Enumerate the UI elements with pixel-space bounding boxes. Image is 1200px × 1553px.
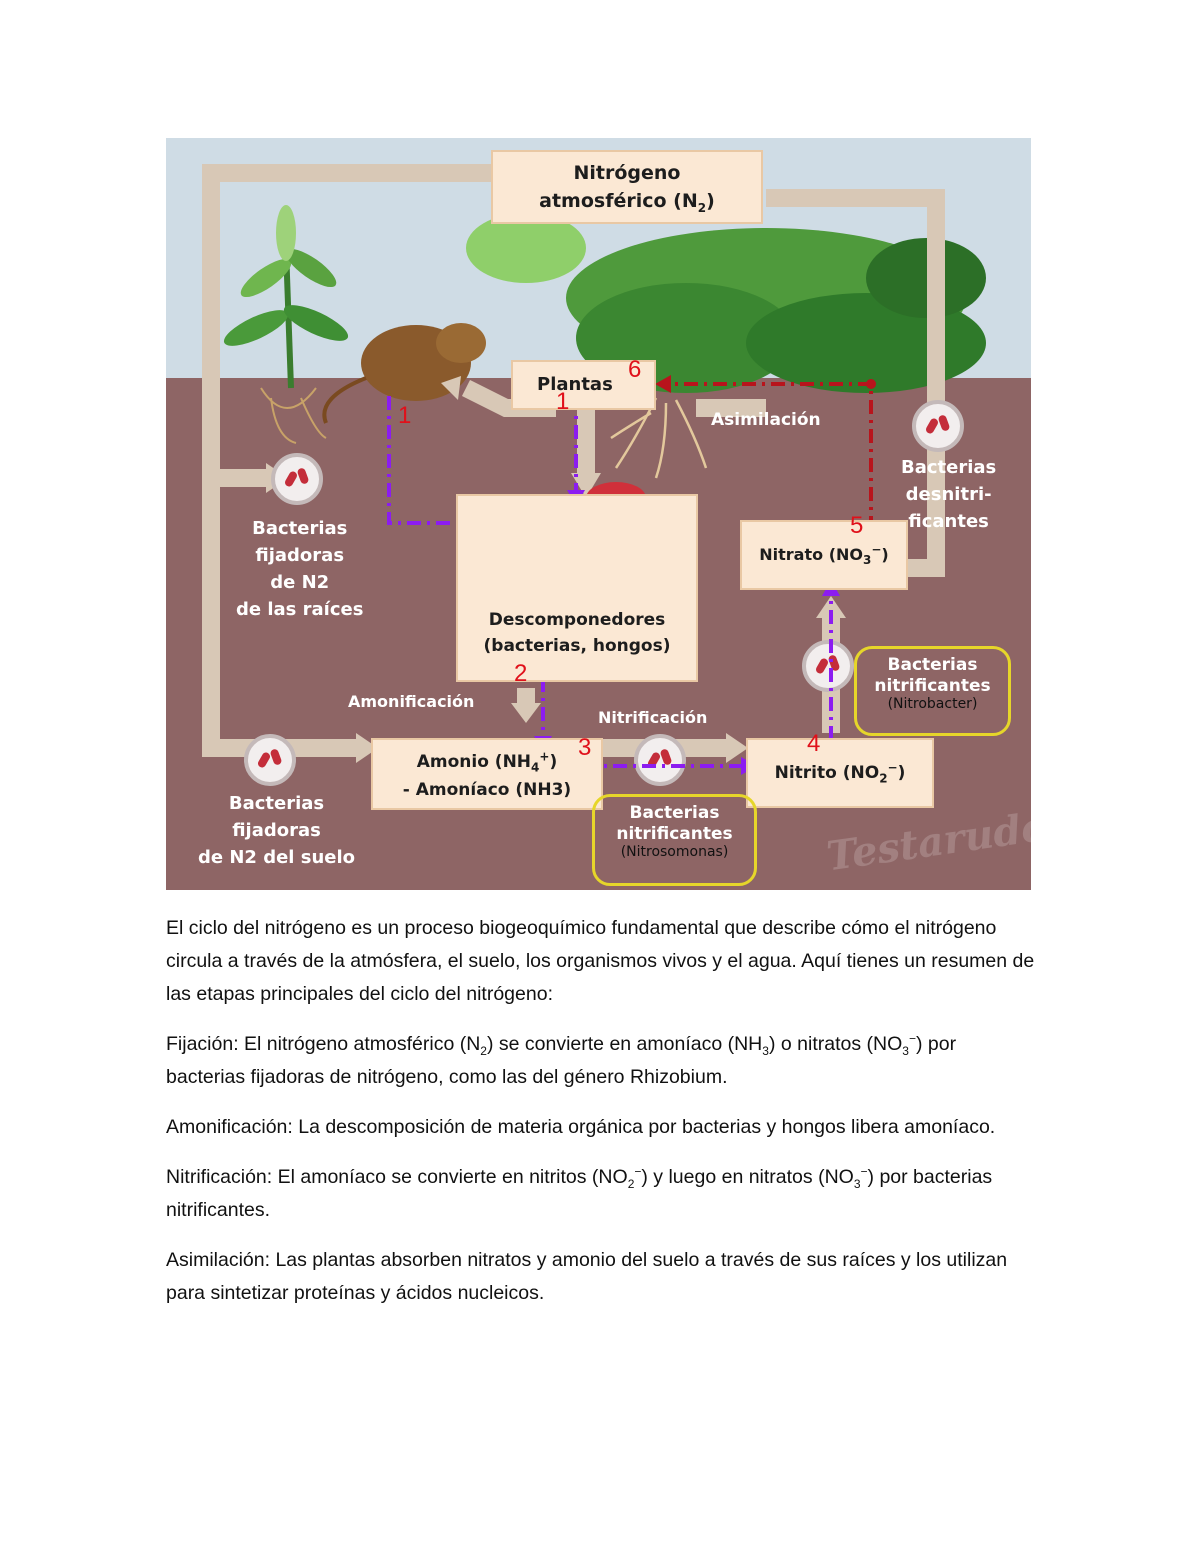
nitrosomonas-line1: Bacterias — [630, 803, 720, 823]
descomponedores-line2: (bacterias, hongos) — [484, 636, 671, 656]
nitrato-close: ) — [881, 545, 888, 564]
atmospheric-nitrogen-line1: Nitrógeno — [574, 162, 681, 184]
fijacion-sup3: − — [909, 1032, 916, 1046]
nitrobacter-box: Bacterias nitrificantes (Nitrobacter) — [854, 646, 1011, 736]
no3-superscript: − — [871, 543, 881, 557]
body-text: El ciclo del nitrógeno es un proceso bio… — [166, 912, 1036, 1327]
asimilacion-label: Asimilación — [711, 410, 821, 431]
amonio-line2: - Amoníaco (NH3) — [403, 780, 571, 800]
bfs-line2: fijadoras — [232, 820, 321, 841]
bd-line3: ficantes — [908, 511, 989, 532]
bacterias-desnitrificantes-label: Bacterias desnitri- ficantes — [901, 454, 996, 535]
bfs-line3: de N2 del suelo — [198, 847, 355, 868]
descomponedores-line1: Descomponedores — [489, 610, 666, 630]
nitrato-label: Nitrato (NO — [759, 545, 863, 564]
no2-subscript: 2 — [879, 771, 887, 785]
paragraph-nitrificacion: Nitrificación: El amoníaco se convierte … — [166, 1161, 1036, 1227]
nitrato-box: Nitrato (NO3−) — [740, 520, 908, 590]
fijacion-text-c: ) o nitratos (NO — [769, 1033, 902, 1055]
nitrosomonas-name: (Nitrosomonas) — [595, 844, 754, 861]
nitrificacion-text-a: Nitrificación: El amoníaco se convierte … — [166, 1166, 628, 1188]
no2-superscript: − — [888, 760, 898, 774]
amonificacion-label: Amonificación — [348, 692, 474, 712]
nitrobacter-name: (Nitrobacter) — [857, 696, 1008, 713]
bd-line1: Bacterias — [901, 457, 996, 478]
amonio-line1: Amonio (NH — [417, 752, 531, 772]
paragraph-amonificacion: Amonificación: La descomposición de mate… — [166, 1111, 1036, 1144]
bfs-line1: Bacterias — [229, 793, 324, 814]
bd-line2: desnitri- — [906, 484, 992, 505]
paragraph-intro: El ciclo del nitrógeno es un proceso bio… — [166, 912, 1036, 1011]
bfr-line3: de N2 — [270, 572, 329, 593]
nitrificacion-sup2: − — [861, 1165, 868, 1179]
fijacion-sub2: 3 — [762, 1044, 769, 1058]
nitrito-close: ) — [898, 763, 906, 783]
descomponedores-box: Descomponedores (bacterias, hongos) — [456, 494, 698, 682]
paragraph-fijacion: Fijación: El nitrógeno atmosférico (N2) … — [166, 1028, 1036, 1094]
step-number-6: 6 — [628, 356, 641, 384]
nitrosomonas-line2: nitrificantes — [616, 824, 732, 844]
nitrito-label: Nitrito (NO — [775, 763, 880, 783]
nitrificacion-sub2: 3 — [854, 1177, 861, 1191]
amonio-close: ) — [549, 752, 557, 772]
nitrosomonas-box: Bacterias nitrificantes (Nitrosomonas) — [592, 794, 757, 886]
step-number-3: 3 — [578, 734, 591, 762]
atmospheric-nitrogen-box: Nitrógeno atmosférico (N2) — [491, 150, 763, 224]
amonio-box: Amonio (NH4+) - Amoníaco (NH3) — [371, 738, 603, 810]
fijacion-sub3: 3 — [902, 1044, 909, 1058]
step-number-1a: 1 — [398, 402, 411, 430]
step-number-4: 4 — [807, 730, 820, 758]
step-number-2: 2 — [514, 660, 527, 688]
paragraph-asimilacion: Asimilación: Las plantas absorben nitrat… — [166, 1244, 1036, 1310]
nitrificacion-text-b: ) y luego en nitratos (NO — [641, 1166, 853, 1188]
bacterias-fijadoras-raices-label: Bacterias fijadoras de N2 de las raíces — [236, 515, 363, 623]
step-number-5: 5 — [850, 512, 863, 540]
nitrificacion-label: Nitrificación — [598, 708, 707, 728]
fijacion-text-b: ) se convierte en amoníaco (NH — [487, 1033, 762, 1055]
n2-subscript: 2 — [698, 201, 706, 215]
bfr-line4: de las raíces — [236, 599, 363, 620]
nitrobacter-line2: nitrificantes — [874, 676, 990, 696]
nitrobacter-line1: Bacterias — [888, 655, 978, 675]
bfr-line2: fijadoras — [255, 545, 344, 566]
atmospheric-nitrogen-close: ) — [706, 190, 715, 212]
nitrito-box: Nitrito (NO2−) — [746, 738, 934, 808]
nh4-superscript: + — [539, 749, 549, 763]
bacterias-fijadoras-suelo-label: Bacterias fijadoras de N2 del suelo — [198, 790, 355, 871]
fijacion-sub1: 2 — [480, 1044, 487, 1058]
fijacion-text-a: Fijación: El nitrógeno atmosférico (N — [166, 1033, 480, 1055]
step-number-1b: 1 — [556, 388, 569, 416]
bfr-line1: Bacterias — [252, 518, 347, 539]
atmospheric-nitrogen-line2: atmosférico (N — [539, 190, 698, 212]
plantas-label: Plantas — [537, 374, 613, 395]
nitrogen-cycle-figure: Nitrógeno atmosférico (N2) Plantas Desco… — [166, 138, 1031, 890]
